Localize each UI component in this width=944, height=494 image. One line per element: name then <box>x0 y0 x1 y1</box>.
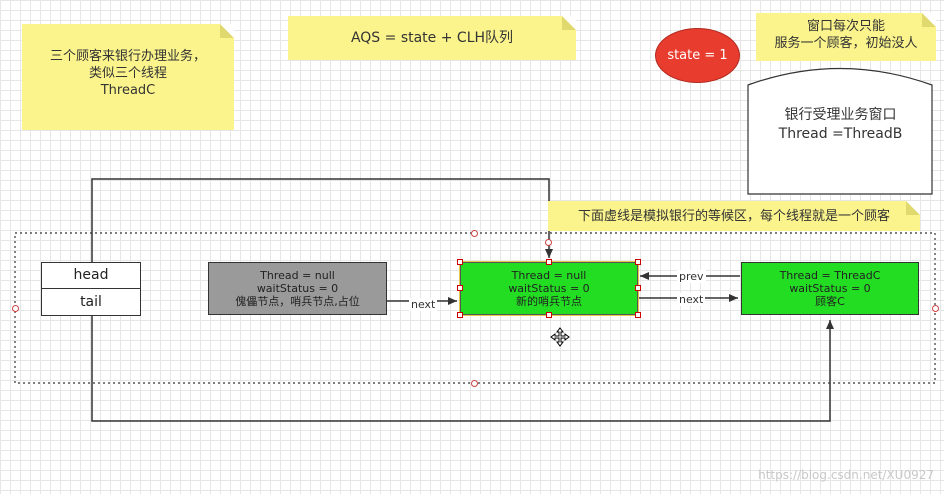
note-aqs-text: AQS = state + CLH队列 <box>350 30 514 46</box>
note-customers-text: 三个顾客来银行办理业务， 类似三个线程 ThreadC <box>49 49 206 98</box>
area-handle-right[interactable] <box>932 305 939 312</box>
node-dummy-thread: Thread = null <box>260 269 335 282</box>
note-window-rule: 窗口每次只能 服务一个顾客，初始没人 <box>756 13 936 61</box>
edge-label-next-2: next <box>677 293 706 306</box>
edge-label-next-1: next <box>409 298 438 311</box>
note-customers: 三个顾客来银行办理业务， 类似三个线程 ThreadC <box>22 24 234 130</box>
note-aqs: AQS = state + CLH队列 <box>288 16 576 60</box>
rotate-handle[interactable] <box>545 239 552 246</box>
node-dummy: Thread = null waitStatus = 0 傀儡节点，哨兵节点,占… <box>208 262 387 315</box>
window-thread: Thread =ThreadB <box>778 126 903 142</box>
node-sentinel-thread: Thread = null <box>511 269 587 282</box>
node-customer-waitstatus: waitStatus = 0 <box>789 282 871 295</box>
resize-handle-se[interactable] <box>635 312 641 318</box>
resize-handle-n[interactable] <box>546 259 552 265</box>
resize-handle-ne[interactable] <box>635 259 641 265</box>
tail-box: tail <box>41 288 141 316</box>
node-dummy-desc: 傀儡节点，哨兵节点,占位 <box>235 295 360 308</box>
edge-label-prev: prev <box>677 270 706 283</box>
node-customer-desc: 顾客C <box>815 295 845 308</box>
head-box: head <box>41 262 141 289</box>
note-dashed-area-text: 下面虚线是模拟银行的等候区，每个线程就是一个顾客 <box>577 209 890 224</box>
resize-handle-e[interactable] <box>635 285 641 291</box>
head-label: head <box>73 267 109 283</box>
window-title: 银行受理业务窗口 <box>784 107 897 123</box>
area-handle-bottom[interactable] <box>471 380 478 387</box>
tail-label: tail <box>80 294 102 310</box>
node-dummy-waitstatus: waitStatus = 0 <box>256 282 339 295</box>
area-handle-top[interactable] <box>471 230 478 237</box>
node-new-sentinel[interactable]: Thread = null waitStatus = 0 新的哨兵节点 <box>459 261 639 316</box>
state-circle: state = 1 <box>655 28 740 83</box>
area-handle-left[interactable] <box>12 305 19 312</box>
node-sentinel-desc: 新的哨兵节点 <box>516 295 582 308</box>
node-customer-c: Thread = ThreadC waitStatus = 0 顾客C <box>741 262 919 315</box>
window-shape <box>747 67 933 195</box>
note-window-rule-text: 窗口每次只能 服务一个顾客，初始没人 <box>774 19 918 51</box>
resize-handle-sw[interactable] <box>457 312 463 318</box>
note-dashed-area: 下面虚线是模拟银行的等候区，每个线程就是一个顾客 <box>548 201 920 231</box>
state-label: state = 1 <box>667 48 728 63</box>
node-customer-thread: Thread = ThreadC <box>779 269 881 282</box>
resize-handle-s[interactable] <box>546 312 552 318</box>
node-sentinel-waitstatus: waitStatus = 0 <box>508 282 590 295</box>
watermark: https://blog.csdn.net/XU0927 <box>758 468 934 482</box>
head-pointer-line <box>91 178 553 262</box>
tail-pointer-line <box>91 316 834 422</box>
resize-handle-nw[interactable] <box>457 259 463 265</box>
window-label: 银行受理业务窗口 Thread =ThreadB <box>749 106 932 144</box>
resize-handle-w[interactable] <box>457 285 463 291</box>
move-cursor-icon <box>550 327 570 347</box>
